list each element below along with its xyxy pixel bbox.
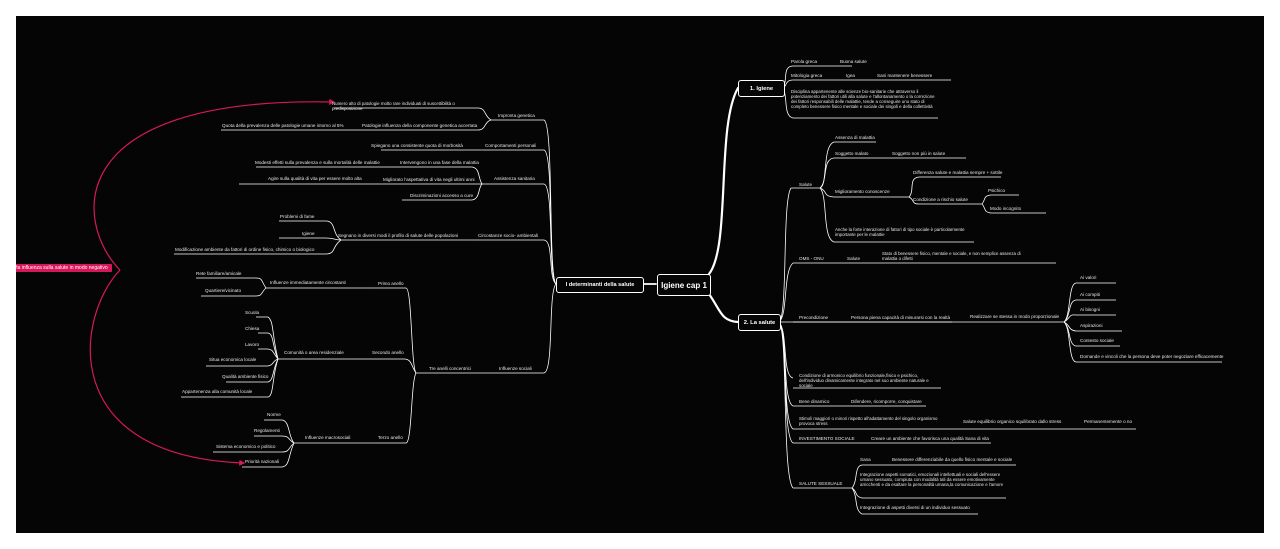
node-soggetto-malato[interactable]: Soggetto malato <box>835 151 869 156</box>
node-norme[interactable]: Norme <box>267 412 281 417</box>
node-appartenenza[interactable]: Appartenenza alla comunità locale <box>182 389 253 394</box>
hub-igiene[interactable]: 1. Igiene <box>738 80 785 97</box>
node-bene-dinamico[interactable]: Bene dinamico <box>799 399 830 404</box>
node-comunita[interactable]: Comunità o area residenziale <box>284 350 344 355</box>
node-problemi-fame[interactable]: Problemi di fame <box>280 214 315 219</box>
node-stimoli[interactable]: Stimoli maggiori o minori rispetto all'a… <box>799 416 938 426</box>
node-permanentemente[interactable]: Permanentemente o no <box>1084 419 1133 424</box>
node-assistenza[interactable]: Assistenza sanitaria <box>494 176 535 181</box>
node-influenze-sociali[interactable]: Influenze sociali <box>499 366 532 371</box>
node-primo-anello[interactable]: Primo anello <box>378 281 404 286</box>
node-salute-equilibrio[interactable]: Salute equilibrio organico squilibrato d… <box>963 419 1062 424</box>
node-sani[interactable]: Sani mantenere benessere <box>877 73 933 78</box>
node-salute-sessuale[interactable]: SALUTE SESSUALE <box>799 481 843 486</box>
node-condizione-armonico[interactable]: Condizione di armonico equilibrio funzio… <box>799 373 929 388</box>
node-segnano[interactable]: Segnano in diversi modi il profilo di sa… <box>338 233 459 238</box>
node-integrazione2[interactable]: Integrazione di aspetti diversi di un in… <box>860 505 970 510</box>
node-buona-salute[interactable]: Buona salute <box>840 59 867 64</box>
node-numero-alto[interactable]: Numero alto di patologie molto rare indi… <box>332 101 455 111</box>
node-condizione-rischio[interactable]: Condizione a rischio salute <box>913 197 968 202</box>
node-mitologia[interactable]: Mitologia greca <box>791 73 823 78</box>
node-creare-ambiente[interactable]: Creare un ambiente che favorisca una qua… <box>871 436 989 441</box>
node-situa-economica[interactable]: Situa economica locale <box>209 357 257 362</box>
hub-salute[interactable]: 2. La salute <box>738 314 781 331</box>
node-tre-anelli[interactable]: Tre anelli concentrici <box>429 366 471 371</box>
node-domande[interactable]: Domande e vincoli che la persona deve po… <box>1080 354 1224 359</box>
node-stato-benessere[interactable]: Stato di benessere fisico, mentale e soc… <box>882 251 1021 261</box>
node-differenza[interactable]: Differenza salute e malattia sempre + so… <box>913 170 1003 175</box>
node-circostanze[interactable]: Circostanze socio- ambientali <box>478 233 538 238</box>
node-ai-bisogni[interactable]: Ai bisogni <box>1080 307 1100 312</box>
node-integrazione1[interactable]: Integrazione aspetti somatici, emozional… <box>860 472 1004 487</box>
floating-label[interactable]: Ha influenza sulla salute in modo negati… <box>16 264 112 272</box>
mind-map-canvas[interactable]: Igiene cap 1 I determinanti della salute… <box>16 16 1264 533</box>
node-regolamenti[interactable]: Regolamenti <box>254 428 280 433</box>
node-investimento[interactable]: INVESTIMENTO SOCIALE <box>799 436 855 441</box>
node-sana[interactable]: Sana <box>860 457 871 462</box>
node-scuola[interactable]: Scuola <box>245 310 260 315</box>
node-discriminazioni[interactable]: Discriminazioni accesso a cure <box>410 193 474 198</box>
node-rete-familiare[interactable]: Rete familiare/amicale <box>196 271 242 276</box>
node-comportamenti[interactable]: Comportamenti personali <box>485 143 537 148</box>
node-impronta[interactable]: Impronta genetica <box>498 113 535 118</box>
central-topic[interactable]: Igiene cap 1 <box>657 274 711 296</box>
node-salute[interactable]: Salute <box>799 182 813 187</box>
node-persona-piena[interactable]: Persona piena capacità di misurarsi con … <box>851 315 951 320</box>
node-salute2[interactable]: Salute <box>847 256 861 261</box>
node-spiegano[interactable]: Spiegano una consistente quota di morbos… <box>371 143 463 148</box>
node-psichico[interactable]: Psichico <box>988 188 1006 193</box>
node-disciplina[interactable]: Disciplina appartenente alle scienze bio… <box>791 89 935 109</box>
node-igiene-det[interactable]: Igiene <box>302 231 315 236</box>
node-precondizione[interactable]: Precondizione <box>799 315 829 320</box>
node-sistema[interactable]: Sistema economico e politico <box>216 444 276 449</box>
node-secondo-anello[interactable]: Secondo anello <box>372 350 404 355</box>
node-contesto[interactable]: Contesto sociale <box>1080 338 1114 343</box>
node-quota-prevalenza[interactable]: Quota della prevalenza delle patologie u… <box>222 123 344 128</box>
node-benessere-diff[interactable]: Benessere differenziabile da quello fisi… <box>892 457 1013 462</box>
node-intervengono[interactable]: Intervengono in una fase della malattia <box>400 160 479 165</box>
node-chiesa[interactable]: Chiesa <box>245 326 260 331</box>
node-migliorato[interactable]: Migliorato l'aspettativa di vita negli u… <box>383 177 475 182</box>
node-agire[interactable]: Agire sulla qualità di vita per essere m… <box>268 176 362 181</box>
hub-determinanti[interactable]: I determinanti della salute <box>556 277 644 293</box>
node-modo-incognito[interactable]: Modo incognito <box>990 206 1022 211</box>
node-oms[interactable]: OMS - ONU <box>799 256 824 261</box>
node-anche-forte[interactable]: Anche la forte interazione di fattori di… <box>835 227 965 237</box>
node-parola-greca[interactable]: Parola greca <box>791 59 818 64</box>
node-lavoro[interactable]: Lavoro <box>245 342 260 347</box>
node-assenza[interactable]: Assenza di malattia <box>835 135 875 140</box>
node-igea[interactable]: Igea <box>846 73 855 78</box>
node-influenze-immediate[interactable]: Influenze immediatamente circostanti <box>270 280 346 285</box>
node-soggetto-non-piu[interactable]: Soggetto non più in salute <box>892 151 946 156</box>
node-realizzare[interactable]: Realizzare se stessa in modo proporziona… <box>970 314 1060 319</box>
node-aspirazioni[interactable]: Aspirazioni <box>1080 323 1103 328</box>
node-difendere[interactable]: Difendere, ricomporre, conquistare <box>851 399 922 404</box>
node-ai-valori[interactable]: Ai valori <box>1080 275 1097 280</box>
node-priorita[interactable]: Priorità nazionali <box>245 459 279 464</box>
node-modificazione[interactable]: Modificazione ambiente da fattori di ord… <box>175 247 315 252</box>
node-quartiere[interactable]: Quartiere/vicinato <box>205 288 242 293</box>
node-terzo-anello[interactable]: Terzo anello <box>378 435 403 440</box>
node-miglioramento[interactable]: Miglioramento conoscenze <box>835 189 890 194</box>
node-influenze-macro[interactable]: Influenze macrosociali <box>305 435 351 440</box>
node-modesti[interactable]: Modesti effetti sulla prevalenza e sulla… <box>255 160 380 165</box>
node-patologie-influenza[interactable]: Patologie influenza della componente gen… <box>362 123 478 128</box>
node-ai-compiti[interactable]: Ai compiti <box>1080 292 1100 297</box>
node-qualita-ambiente[interactable]: Qualità ambiente fisico <box>222 374 269 379</box>
